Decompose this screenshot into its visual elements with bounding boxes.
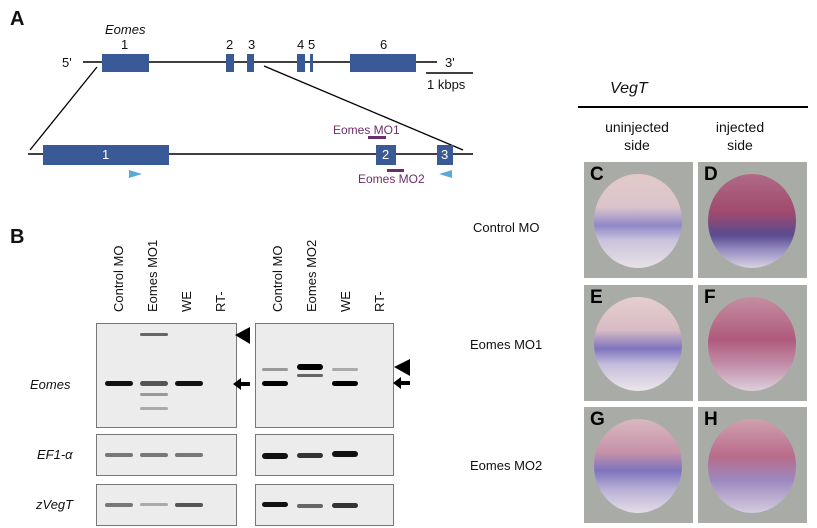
lane-label: WE: [338, 291, 353, 312]
exon-label: 3: [248, 37, 256, 52]
exon-6: [350, 54, 416, 72]
gel-zvegt-left: [96, 484, 237, 526]
panel-letter: C: [590, 164, 604, 185]
exon-2: [226, 54, 234, 72]
zoom-exon-label: 3: [441, 147, 449, 162]
mo1-label: Eomes MO1: [333, 123, 400, 137]
lane-label: Eomes MO1: [145, 239, 160, 312]
reverse-primer-icon: [439, 170, 452, 178]
lane-label: Control MO: [111, 245, 126, 312]
title-rule: [578, 106, 808, 108]
exon-5: [310, 54, 313, 72]
gene-diagram: [28, 54, 473, 178]
panel-letter: H: [704, 409, 718, 430]
mo2-bar: [387, 169, 404, 172]
gel-eomes-left: [96, 323, 237, 428]
zoom-exon-label: 2: [382, 147, 390, 162]
zoom-exon-2: [376, 145, 396, 165]
band-markers: [233, 327, 410, 390]
exon-label: 5: [308, 37, 316, 52]
zoom-exon-label: 1: [102, 147, 110, 162]
zoom-exon-3: [437, 145, 453, 165]
panel-b-label: B: [10, 226, 25, 248]
three-prime-label: 3': [445, 55, 455, 70]
embryo-panel-e: E: [584, 285, 693, 401]
vegt-title: VegT: [610, 80, 648, 97]
column-label-uninjected: uninjected side: [605, 119, 669, 153]
gene-name: Eomes: [105, 22, 146, 37]
mo2-label: Eomes MO2: [358, 172, 425, 186]
lane-label: RT-: [213, 291, 228, 312]
zoom-exon-1: [43, 145, 169, 165]
panel-a-label: A: [10, 8, 25, 30]
exon-3: [247, 54, 254, 72]
row-label-eomes-mo2: Eomes MO2: [470, 458, 543, 473]
panel-letter: G: [590, 409, 605, 430]
gel-zvegt-right: [255, 484, 394, 526]
arrowhead-icon: [394, 359, 410, 376]
exon-1: [102, 54, 149, 72]
gel-eomes-right: [255, 323, 394, 428]
exon-label: 1: [121, 37, 129, 52]
scale-label: 1 kbps: [427, 77, 466, 92]
exon-label: 6: [380, 37, 388, 52]
panel-letter: F: [704, 287, 716, 308]
panel-letter: E: [590, 287, 603, 308]
panel-letter: D: [704, 164, 718, 185]
lane-label: Eomes MO2: [304, 239, 319, 312]
row-label-eomes-mo1: Eomes MO1: [470, 337, 543, 352]
arrow-icon: [233, 378, 250, 390]
arrow-icon: [393, 377, 410, 389]
lane-label: RT-: [372, 291, 387, 312]
embryo-panel-g: G: [584, 407, 693, 523]
mo1-bar: [368, 136, 386, 139]
gel-ef1a-left: [96, 434, 237, 476]
embryo-panel-c: C: [584, 162, 693, 278]
exon-label: 2: [226, 37, 234, 52]
row-label-zvegt: zVegT: [36, 497, 74, 512]
row-label-ef1a: EF1-α: [37, 447, 73, 462]
five-prime-label: 5': [62, 55, 72, 70]
column-label-injected: injected side: [715, 119, 765, 153]
embryo-panel-h: H: [698, 407, 807, 523]
embryo-panel-d: D: [698, 162, 807, 278]
forward-primer-icon: [129, 170, 142, 178]
exon-4: [297, 54, 305, 72]
arrowhead-icon: [235, 327, 250, 344]
embryo-panel-f: F: [698, 285, 807, 401]
row-label-eomes: Eomes: [30, 377, 71, 392]
lane-label: Control MO: [270, 245, 285, 312]
lane-label: WE: [179, 291, 194, 312]
row-label-control-mo: Control MO: [473, 220, 540, 235]
gel-ef1a-right: [255, 434, 394, 476]
exon-label: 4: [297, 37, 305, 52]
